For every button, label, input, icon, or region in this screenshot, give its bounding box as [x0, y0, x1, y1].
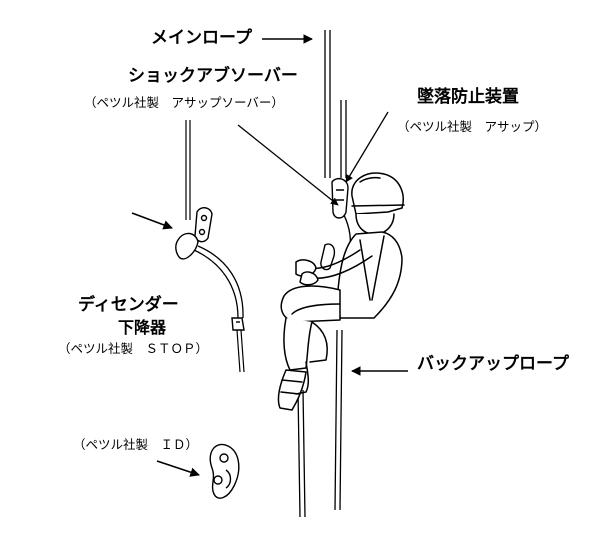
backup-rope-label: バックアップロープ [417, 354, 569, 374]
descender-jp-label: 下降器 [118, 318, 167, 337]
main-rope-line [297, 30, 331, 518]
arrows [131, 34, 408, 477]
fall-arrest-product: （ペツル社製 アサップ） [397, 119, 548, 134]
worker-figure [277, 172, 405, 411]
id-arrow [156, 460, 200, 477]
shock-absorber-label: ショックアブソーバー [128, 66, 298, 86]
descender-label: ディセンダー [78, 295, 179, 315]
shock-absorber-product: （ペツル社製 アサップソーバー） [84, 95, 284, 110]
backup-rope-line [334, 100, 347, 511]
fall-arrest-label: 墜落防止装置 [417, 87, 519, 107]
shock-absorber-arrow [237, 124, 339, 206]
descender-device [175, 207, 245, 331]
fall-arrest-arrow [345, 111, 389, 183]
descender-product: （ペツル社製 ＳＴＯＰ） [58, 341, 209, 356]
tail-rope [193, 245, 244, 319]
descender-arrow [131, 212, 173, 230]
main-rope-label: メインロープ [151, 28, 252, 48]
id-device [209, 443, 240, 499]
descender-rope-line [185, 120, 245, 373]
id-product: （ペツル社製 ＩＤ） [73, 437, 199, 452]
